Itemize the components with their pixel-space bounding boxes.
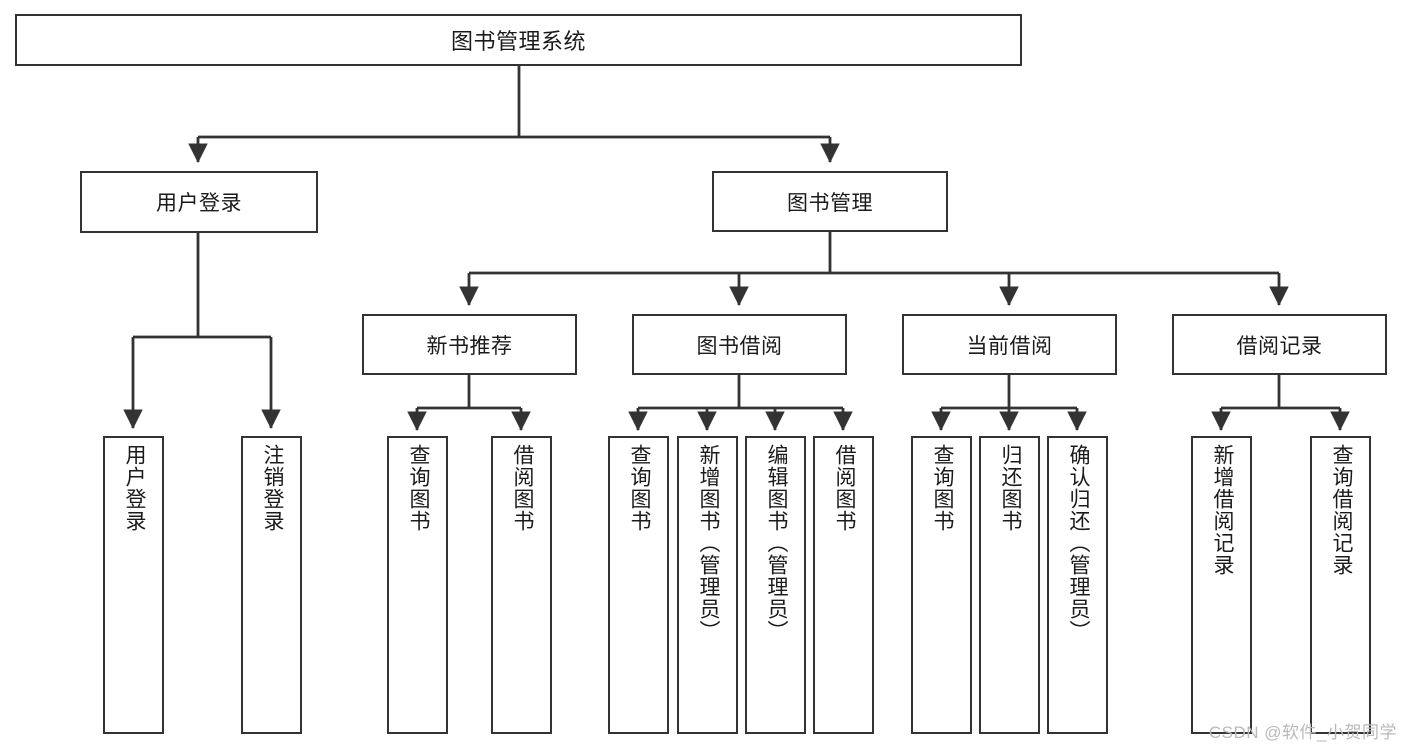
node-label: 用户登录 [156, 192, 242, 215]
node-borrow-record[interactable]: 借阅记录 [1172, 314, 1387, 375]
node-label: 编辑图书（管理员） [764, 444, 788, 642]
node-label: 图书管理系统 [450, 29, 586, 54]
node-book-borrow[interactable]: 图书借阅 [632, 314, 847, 375]
leaf-add-book[interactable]: 新增图书（管理员） [677, 436, 738, 734]
node-label: 新书推荐 [426, 334, 513, 358]
leaf-borrow-book-recommend[interactable]: 借阅图书 [491, 436, 552, 734]
node-book-management[interactable]: 图书管理 [712, 171, 948, 232]
leaf-query-borrow-record[interactable]: 查询借阅记录 [1310, 436, 1371, 734]
leaf-query-book-current[interactable]: 查询图书 [911, 436, 972, 734]
node-label: 借阅图书 [510, 444, 534, 532]
leaf-borrow-book[interactable]: 借阅图书 [813, 436, 874, 734]
leaf-return-book[interactable]: 归还图书 [979, 436, 1040, 734]
leaf-query-book-borrow[interactable]: 查询图书 [608, 436, 669, 734]
node-label: 查询图书 [930, 444, 954, 532]
leaf-confirm-return[interactable]: 确认归还（管理员） [1047, 436, 1108, 734]
node-new-book-recommend[interactable]: 新书推荐 [362, 314, 577, 375]
node-label: 用户登录 [122, 444, 146, 532]
node-label: 查询图书 [627, 444, 651, 532]
leaf-add-borrow-record[interactable]: 新增借阅记录 [1191, 436, 1252, 734]
node-label: 当前借阅 [966, 334, 1053, 358]
node-current-borrow[interactable]: 当前借阅 [902, 314, 1117, 375]
node-label: 查询图书 [406, 444, 430, 532]
node-label: 确认归还（管理员） [1066, 444, 1090, 642]
leaf-query-book-recommend[interactable]: 查询图书 [387, 436, 448, 734]
watermark-text: CSDN @软件_小贺同学 [1208, 723, 1397, 742]
node-label: 查询借阅记录 [1329, 444, 1353, 576]
node-label: 借阅记录 [1236, 334, 1323, 358]
node-label: 新增借阅记录 [1210, 444, 1234, 576]
leaf-user-login[interactable]: 用户登录 [103, 436, 164, 734]
leaf-edit-book[interactable]: 编辑图书（管理员） [745, 436, 806, 734]
node-user-login[interactable]: 用户登录 [80, 171, 318, 233]
node-label: 图书借阅 [696, 334, 783, 358]
node-label: 归还图书 [998, 444, 1022, 532]
node-label: 新增图书（管理员） [696, 444, 720, 642]
node-label: 图书管理 [787, 191, 873, 215]
leaf-user-logout[interactable]: 注销登录 [241, 436, 302, 734]
node-label: 注销登录 [260, 444, 284, 532]
node-label: 借阅图书 [832, 444, 856, 532]
node-root-system[interactable]: 图书管理系统 [15, 14, 1022, 66]
